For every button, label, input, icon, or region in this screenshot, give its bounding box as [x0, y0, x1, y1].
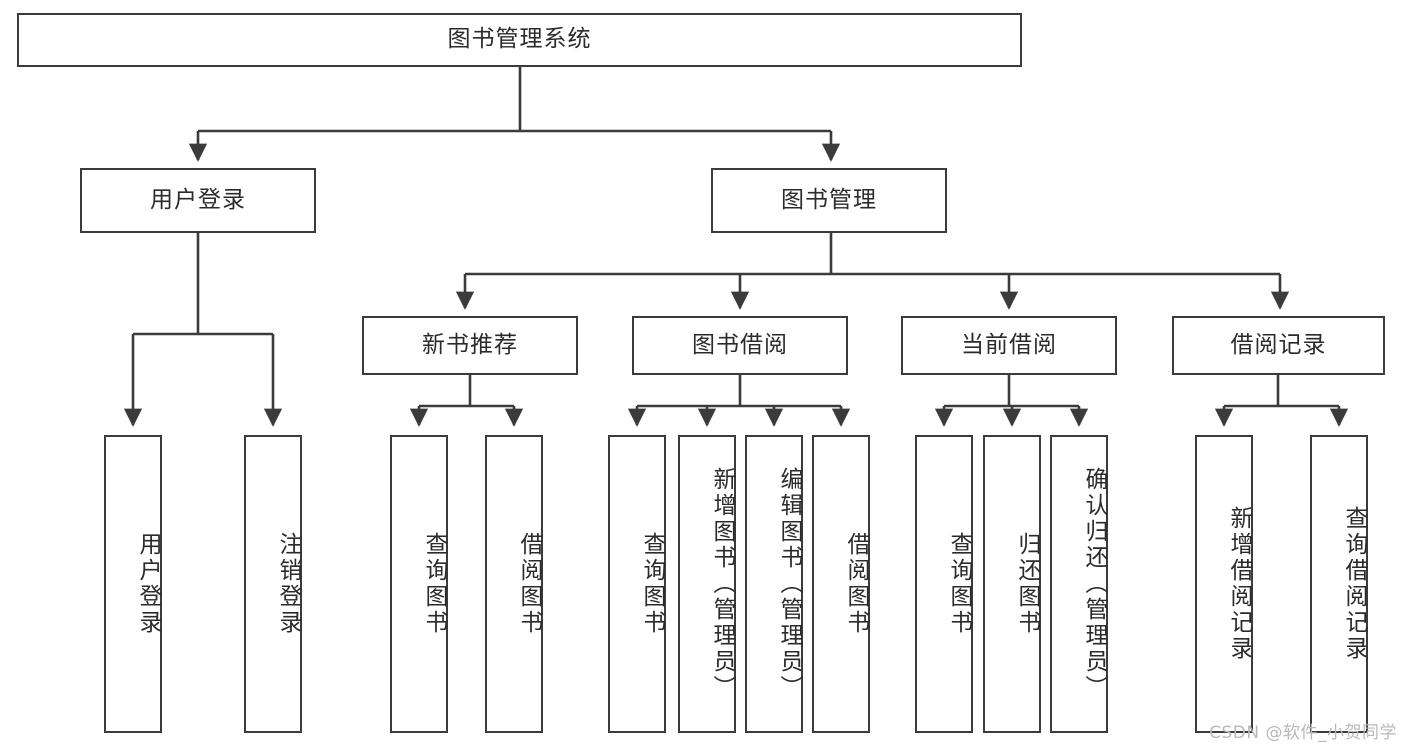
- node-label: 用户登录: [150, 186, 246, 213]
- node-label: 新增图书（管理员）: [709, 467, 735, 701]
- node-current-borrow[interactable]: 当前借阅: [901, 316, 1117, 375]
- node-new-book-recommend[interactable]: 新书推荐: [362, 316, 578, 375]
- node-label: 编辑图书（管理员）: [776, 467, 802, 701]
- leaf-user-logout[interactable]: 注销登录: [244, 435, 302, 733]
- node-label: 新书推荐: [422, 331, 518, 358]
- leaf-recommend-borrow-book[interactable]: 借阅图书: [485, 435, 543, 733]
- node-label: 用户登录: [135, 532, 161, 636]
- node-label: 查询图书: [421, 532, 447, 636]
- node-label: 注销登录: [275, 532, 301, 636]
- watermark-text: CSDN @软件_小贺同学: [1209, 723, 1397, 743]
- leaf-record-add-borrow-record[interactable]: 新增借阅记录: [1195, 435, 1253, 733]
- node-user-login[interactable]: 用户登录: [80, 168, 316, 233]
- node-label: 图书管理系统: [447, 26, 592, 53]
- node-label: 借阅图书: [516, 532, 542, 636]
- leaf-current-return-book[interactable]: 归还图书: [983, 435, 1041, 733]
- node-label: 查询图书: [946, 532, 972, 636]
- node-label: 新增借阅记录: [1226, 506, 1252, 662]
- leaf-user-login[interactable]: 用户登录: [104, 435, 162, 733]
- node-label: 图书借阅: [692, 331, 788, 358]
- node-book-borrow[interactable]: 图书借阅: [632, 316, 848, 375]
- node-label: 借阅图书: [843, 532, 869, 636]
- node-label: 当前借阅: [961, 331, 1057, 358]
- leaf-current-confirm-return-admin[interactable]: 确认归还（管理员）: [1050, 435, 1108, 733]
- leaf-borrow-query-book[interactable]: 查询图书: [608, 435, 666, 733]
- node-root-system[interactable]: 图书管理系统: [17, 13, 1022, 67]
- node-label: 查询图书: [639, 532, 665, 636]
- node-label: 查询借阅记录: [1341, 506, 1367, 662]
- leaf-recommend-query-book[interactable]: 查询图书: [390, 435, 448, 733]
- leaf-borrow-edit-book-admin[interactable]: 编辑图书（管理员）: [745, 435, 803, 733]
- leaf-borrow-borrow-book[interactable]: 借阅图书: [812, 435, 870, 733]
- leaf-record-query-borrow-record[interactable]: 查询借阅记录: [1310, 435, 1368, 733]
- leaf-current-query-book[interactable]: 查询图书: [915, 435, 973, 733]
- node-book-management[interactable]: 图书管理: [711, 168, 947, 233]
- node-label: 借阅记录: [1230, 331, 1327, 358]
- node-label: 归还图书: [1014, 532, 1040, 636]
- node-label: 图书管理: [781, 186, 877, 213]
- node-label: 确认归还（管理员）: [1081, 467, 1107, 701]
- leaf-borrow-add-book-admin[interactable]: 新增图书（管理员）: [678, 435, 736, 733]
- node-borrow-record[interactable]: 借阅记录: [1172, 316, 1385, 375]
